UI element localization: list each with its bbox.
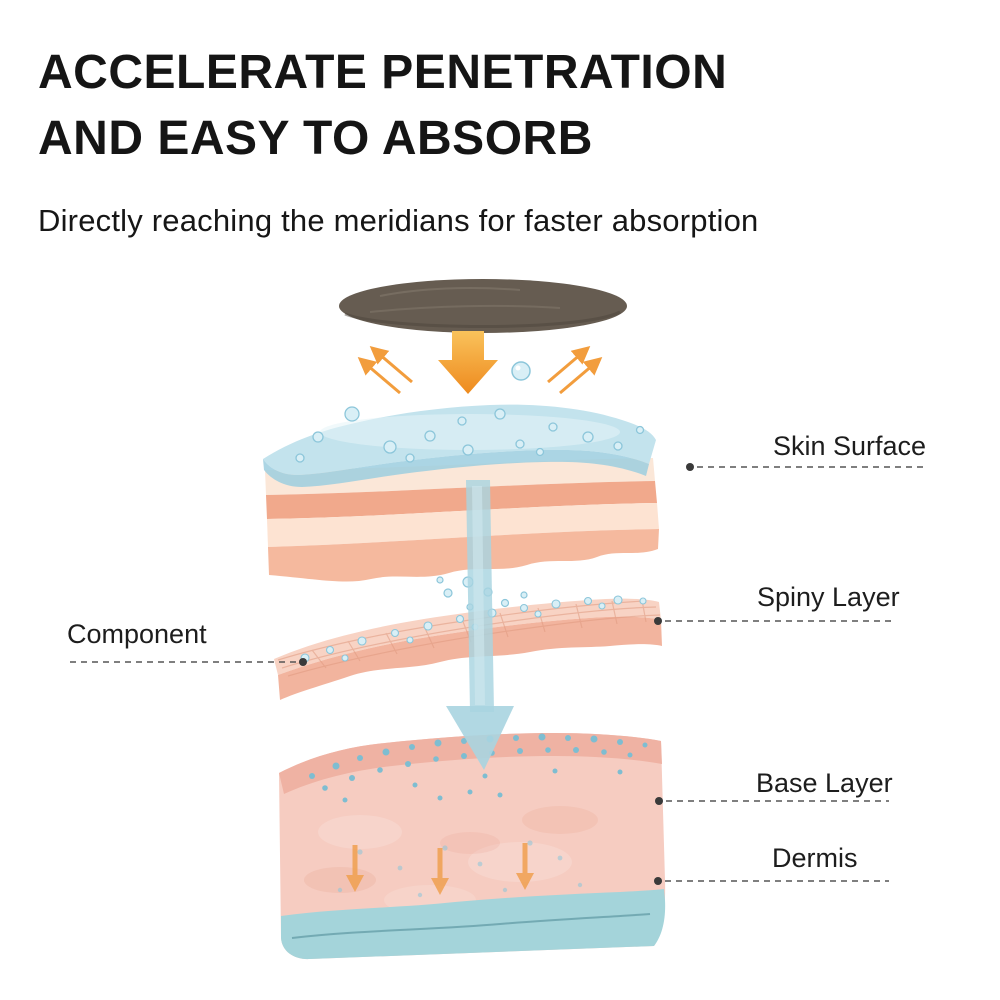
water-droplets bbox=[295, 406, 645, 463]
base-layer-deep-droplets bbox=[337, 840, 583, 898]
label-skin-surface: Skin Surface bbox=[773, 431, 927, 461]
skin-surface-layer bbox=[265, 458, 659, 582]
label-component: Component bbox=[67, 619, 207, 649]
page-title-line1: ACCELERATE PENETRATION bbox=[38, 46, 728, 99]
essence-water-layer bbox=[263, 404, 656, 487]
label-dermis: Dermis bbox=[772, 843, 858, 873]
transdermal-patch-icon bbox=[339, 279, 627, 333]
spiny-layer bbox=[274, 595, 662, 700]
base-layer bbox=[279, 733, 666, 960]
page-title-line2: AND EASY TO ABSORB bbox=[38, 112, 593, 166]
page-title: ACCELERATE PENETRATION AND EASY TO ABSOR… bbox=[38, 40, 727, 172]
label-spiny-layer: Spiny Layer bbox=[757, 582, 900, 612]
spiny-droplets bbox=[300, 595, 647, 663]
base-layer-droplets bbox=[309, 733, 648, 803]
penetration-arrow-icon bbox=[438, 331, 498, 394]
page-subtitle: Directly reaching the meridians for fast… bbox=[38, 203, 759, 238]
leader-lines bbox=[70, 466, 925, 882]
leader-dots bbox=[299, 463, 694, 885]
label-base-layer: Base Layer bbox=[756, 768, 893, 798]
absorption-direction-arrows bbox=[346, 843, 534, 895]
essence-droplet-icon bbox=[511, 361, 531, 381]
release-arrows-icon bbox=[357, 346, 603, 395]
absorption-arrow-icon bbox=[446, 480, 514, 770]
dermis-layer bbox=[281, 889, 666, 960]
